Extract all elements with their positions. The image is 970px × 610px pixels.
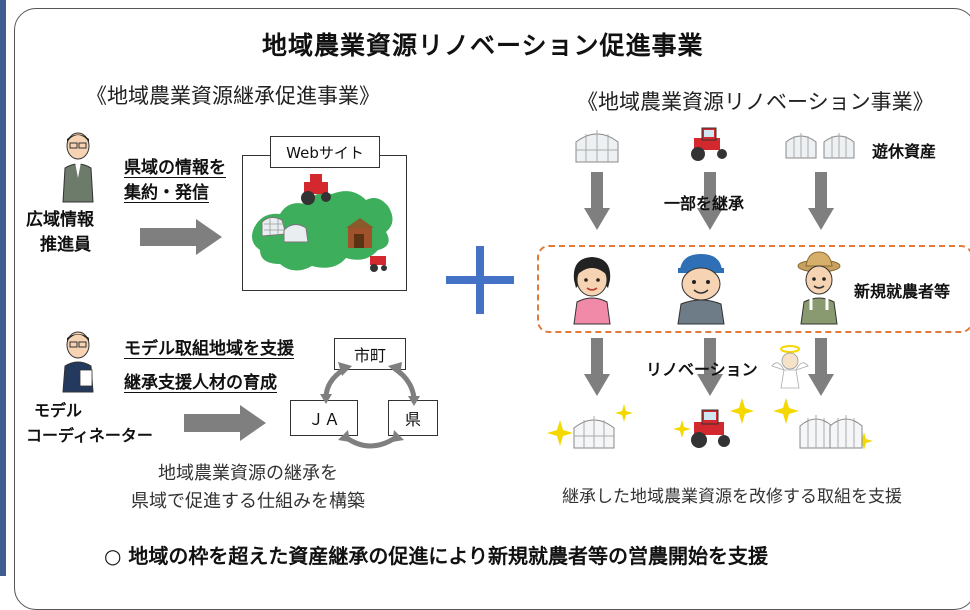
arrow-right-icon (140, 219, 222, 255)
task2-line2: 継承支援人材の育成 (124, 373, 277, 393)
cycle-arrows-icon (320, 362, 420, 449)
renovated-greenhouses-icon (773, 398, 873, 450)
map-illustration-icon (252, 174, 393, 272)
idle-greenhouses-icon (785, 133, 855, 159)
left-caption-line1: 地域農業資源の継承を (158, 463, 338, 484)
arrow-down-icon (584, 338, 610, 396)
left-caption-line2: 県域で促進する仕組みを構築 (131, 491, 365, 512)
inherit-label: 一部を継承 (664, 194, 745, 213)
greenhouse-icon (575, 130, 619, 163)
arrow-down-icon (697, 338, 723, 396)
left-frame-bar (0, 0, 6, 576)
right-section-heading: 《地域農業資源リノベーション事業》 (577, 90, 934, 114)
cycle-box-prefecture: 県 (388, 400, 438, 436)
task1-line2: 集約・発信 (124, 183, 209, 203)
arrow-down-icon (697, 172, 723, 230)
young-woman-farmer-icon (573, 257, 611, 325)
website-label: Webサイト (270, 136, 380, 168)
officer1-label-line2: 推進員 (40, 235, 91, 255)
officer2-label-line1: モデル (34, 401, 83, 420)
new-farmers-group (537, 245, 970, 333)
farmer-straw-hat-icon (797, 251, 841, 325)
cycle-box-ja: ＪＡ (290, 400, 358, 436)
farmer-cap-icon (677, 254, 725, 325)
right-caption: 継承した地域農業資源を改修する取組を支援 (562, 487, 902, 507)
page-title: 地域農業資源リノベーション促進事業 (262, 31, 704, 60)
task1-line1: 県域の情報を (124, 158, 226, 178)
arrow-down-icon (584, 172, 610, 230)
renovated-greenhouse-icon (547, 404, 633, 449)
new-farmers-label: 新規就農者等 (854, 282, 951, 301)
renovated-tractor-icon (673, 398, 754, 448)
coordinator-icon (62, 331, 94, 393)
officer-icon (62, 132, 94, 203)
arrow-right-icon-2 (184, 405, 266, 441)
left-section-heading: 《地域農業資源継承促進事業》 (86, 84, 380, 108)
officer2-label-line2: コーディネーター (26, 426, 153, 445)
officer1-label-line1: 広域情報 (26, 210, 94, 230)
renovation-label: リノベーション (646, 360, 758, 379)
idle-assets-label: 遊休資産 (872, 142, 937, 161)
cycle-box-city: 市町 (334, 338, 406, 370)
footer-statement: ○ 地域の枠を超えた資産継承の促進により新規就農者等の営農開始を支援 (104, 544, 769, 568)
plus-icon (446, 246, 514, 314)
task2-line1: モデル取組地域を支援 (124, 339, 294, 359)
angel-icon (771, 345, 809, 389)
tractor-icon (691, 127, 727, 161)
arrow-down-icon (808, 338, 834, 396)
arrow-down-icon (808, 172, 834, 230)
